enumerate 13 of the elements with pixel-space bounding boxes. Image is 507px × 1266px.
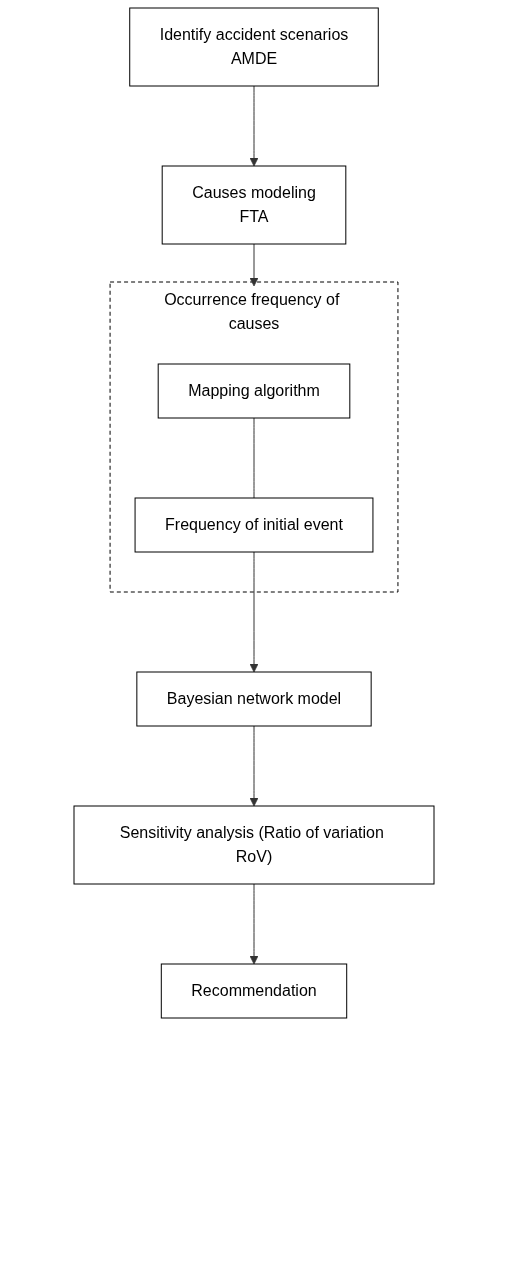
node-box: Causes modeling FTA — [161, 165, 346, 245]
arrow — [249, 551, 258, 673]
node-box: Identify accident scenarios AMDE — [128, 7, 379, 87]
node-box: Recommendation — [160, 963, 347, 1019]
arrow — [249, 725, 258, 807]
arrow — [249, 883, 258, 965]
node-box: Sensitivity analysis (Ratio of variation RoV) — [73, 805, 434, 885]
arrow — [249, 243, 258, 287]
node-box: Mapping algorithm — [157, 363, 350, 419]
node-box: Bayesian network model — [135, 671, 372, 727]
arrow — [249, 85, 258, 167]
connector — [253, 417, 254, 499]
node-box: Frequency of initial event — [134, 497, 373, 553]
